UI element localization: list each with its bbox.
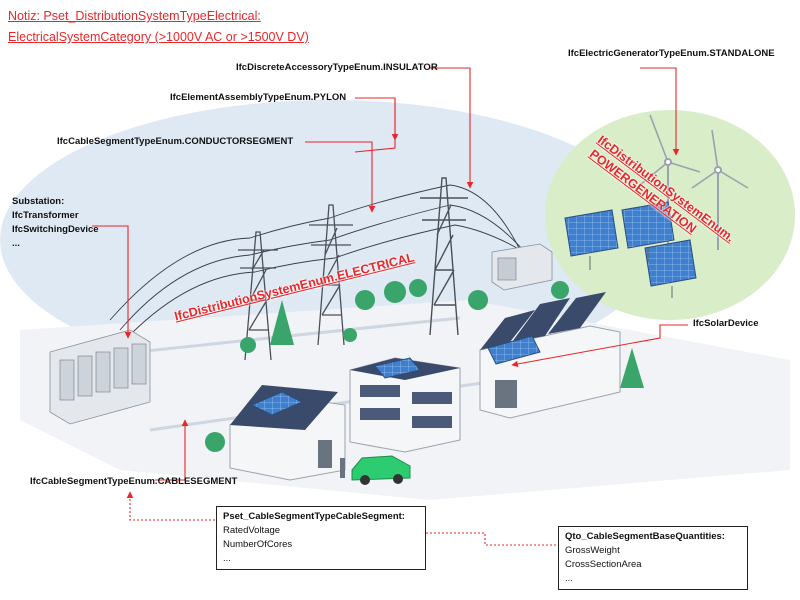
office-building (350, 358, 460, 452)
pset-box-item: RatedVoltage (223, 524, 419, 538)
pset-box: Pset_CableSegmentTypeCableSegment: Rated… (216, 506, 426, 570)
pset-box-item: ... (223, 552, 419, 566)
label-pylon: IfcElementAssemblyTypeEnum.PYLON (170, 92, 346, 103)
qto-box-title: Qto_CableSegmentBaseQuantities: (565, 530, 741, 544)
label-solar-device: IfcSolarDevice (693, 318, 758, 329)
label-conductor: IfcCableSegmentTypeEnum.CONDUCTORSEGMENT (57, 136, 293, 147)
qto-box: Qto_CableSegmentBaseQuantities: GrossWei… (558, 526, 748, 590)
qto-box-item: GrossWeight (565, 544, 741, 558)
label-generator: IfcElectricGeneratorTypeEnum.STANDALONE (568, 48, 775, 59)
pset-box-title: Pset_CableSegmentTypeCableSegment: (223, 510, 419, 524)
note-line-1: Notiz: Pset_DistributionSystemTypeElectr… (8, 6, 309, 27)
label-cable-segment: IfcCableSegmentTypeEnum.CABLESEGMENT (30, 476, 237, 487)
substation-item: IfcTransformer (12, 209, 99, 223)
substation-label: Substation: IfcTransformer IfcSwitchingD… (12, 195, 99, 251)
substation-item: IfcSwitchingDevice (12, 223, 99, 237)
substation-item: ... (12, 237, 99, 251)
qto-box-item: CrossSectionArea (565, 558, 741, 572)
note: Notiz: Pset_DistributionSystemTypeElectr… (8, 6, 309, 48)
label-insulator: IfcDiscreteAccessoryTypeEnum.INSULATOR (236, 62, 438, 73)
qto-box-item: ... (565, 572, 741, 586)
pset-box-item: NumberOfCores (223, 538, 419, 552)
note-line-2: ElectricalSystemCategory (>1000V AC or >… (8, 27, 309, 48)
substation-title: Substation: (12, 195, 99, 209)
